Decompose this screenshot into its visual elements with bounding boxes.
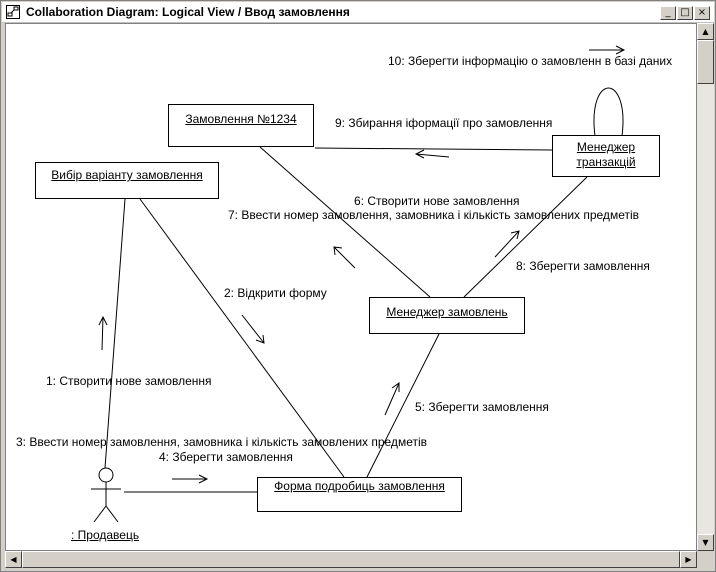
arrow-m6-7 bbox=[333, 246, 356, 269]
message-8: 8: Зберегти замовлення bbox=[516, 259, 650, 273]
object-order-manager[interactable]: Менеджер замовлень bbox=[369, 297, 525, 334]
horizontal-scrollbar[interactable]: ◀ ▶ bbox=[5, 551, 697, 568]
link-order-manager bbox=[259, 146, 431, 298]
self-link-transaction bbox=[593, 87, 624, 137]
arrow-m2 bbox=[241, 314, 265, 344]
title-bar[interactable]: Collaboration Diagram: Logical View / Вв… bbox=[2, 2, 714, 23]
scroll-left-icon[interactable]: ◀ bbox=[5, 551, 22, 568]
object-order-1234[interactable]: Замовлення №1234 bbox=[168, 104, 314, 147]
object-order-choice[interactable]: Вибір варіанту замовлення bbox=[35, 162, 219, 199]
scroll-up-icon[interactable]: ▲ bbox=[697, 23, 714, 40]
diagram-icon bbox=[6, 5, 20, 19]
object-transaction-manager-label-1: Менеджер bbox=[576, 140, 636, 154]
scroll-right-icon[interactable]: ▶ bbox=[680, 551, 697, 568]
stick-figure-icon bbox=[91, 467, 121, 523]
message-3: 3: Ввести номер замовлення, замовника і … bbox=[16, 435, 427, 449]
vertical-scroll-thumb[interactable] bbox=[697, 40, 714, 84]
message-1: 1: Створити нове замовлення bbox=[46, 374, 212, 388]
message-9: 9: Збирання іформації про замовлення bbox=[335, 116, 553, 130]
maximize-button[interactable]: □ bbox=[677, 6, 693, 20]
object-order-manager-label: Менеджер замовлень bbox=[386, 305, 508, 319]
arrow-m5 bbox=[384, 382, 400, 416]
link-choice-actor bbox=[104, 198, 126, 469]
object-order-details-form-label: Форма подробиць замовлення bbox=[274, 479, 445, 493]
message-2: 2: Відкрити форму bbox=[224, 286, 327, 300]
arrow-m9 bbox=[414, 149, 450, 159]
actor-salesperson-label[interactable]: : Продавець bbox=[71, 528, 140, 542]
link-order-transaction bbox=[314, 147, 553, 151]
link-manager-transaction bbox=[463, 176, 588, 298]
minimize-button[interactable]: _ bbox=[660, 6, 676, 20]
scroll-down-icon[interactable]: ▼ bbox=[697, 534, 714, 551]
object-order-1234-label: Замовлення №1234 bbox=[185, 112, 297, 126]
links-layer bbox=[91, 45, 626, 523]
message-10: 10: Зберегти інформацію о замовленн в ба… bbox=[388, 54, 673, 68]
link-manager-form bbox=[366, 333, 440, 478]
close-button[interactable]: × bbox=[694, 6, 710, 20]
link-choice-form bbox=[139, 198, 345, 478]
arrow-m4 bbox=[172, 474, 209, 484]
message-4: 4: Зберегти замовлення bbox=[159, 450, 293, 464]
arrow-m10 bbox=[589, 45, 626, 55]
message-6: 6: Створити нове замовлення bbox=[354, 194, 520, 208]
vertical-scrollbar[interactable]: ▲ ▼ bbox=[697, 23, 714, 551]
object-order-choice-label: Вибір варіанту замовлення bbox=[51, 168, 203, 182]
horizontal-scroll-thumb[interactable] bbox=[22, 551, 680, 568]
arrow-m1 bbox=[98, 315, 108, 351]
object-order-details-form[interactable]: Форма подробиць замовлення bbox=[257, 477, 462, 512]
window-title: Collaboration Diagram: Logical View / Вв… bbox=[26, 5, 350, 19]
scrollbar-corner bbox=[697, 551, 714, 568]
arrow-m8 bbox=[494, 230, 520, 258]
message-7: 7: Ввести номер замовлення, замовника і … bbox=[228, 208, 639, 222]
message-5: 5: Зберегти замовлення bbox=[415, 400, 549, 414]
object-transaction-manager-label-2: транзакцій bbox=[576, 155, 636, 169]
